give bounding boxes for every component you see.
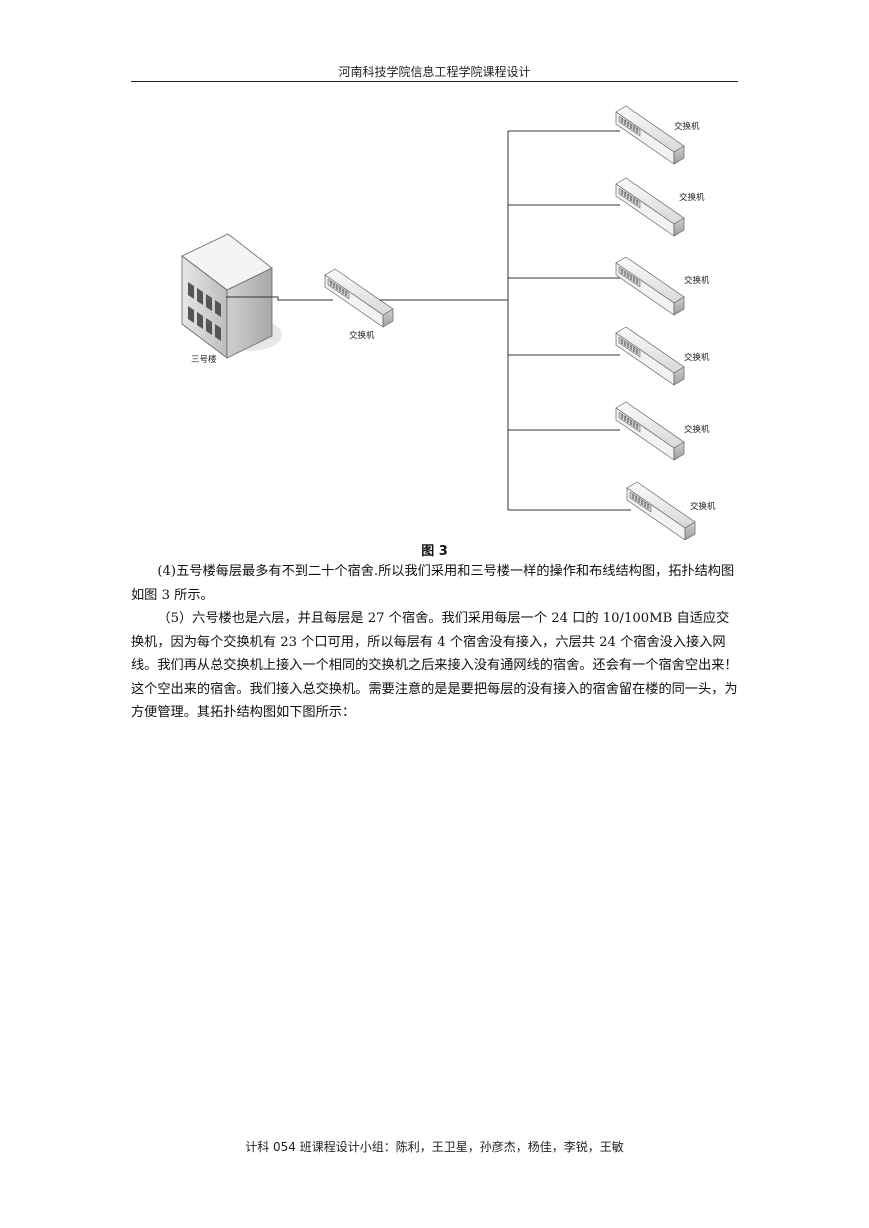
floor-switch-1-label: 交换机	[674, 121, 700, 132]
floor-switch-5-label: 交换机	[684, 424, 710, 435]
paragraph-2: （5）六号楼也是六层，并且每层是 27 个宿舍。我们采用每层一个 24 口的 1…	[131, 611, 738, 720]
page-footer: 计科 054 班课程设计小组：陈利，王卫星，孙彦杰，杨佳，李锐，王敏	[245, 1140, 624, 1154]
body-text: (4)五号楼每层最多有不到二十个宿舍.所以我们采用和三号楼一样的操作和布线结构图…	[131, 560, 738, 725]
floor-switch-5-icon	[615, 401, 685, 461]
floor-switch-4-icon	[615, 326, 685, 386]
floor-switch-1-icon	[615, 105, 685, 165]
floor-switch-2-label: 交换机	[679, 192, 705, 203]
floor-switch-4-label: 交换机	[684, 352, 710, 363]
building-link	[226, 296, 333, 301]
building-icon	[181, 233, 273, 359]
header-rule	[131, 81, 738, 82]
floor-switch-3-icon	[615, 256, 685, 316]
paragraph-1: (4)五号楼每层最多有不到二十个宿舍.所以我们采用和三号楼一样的操作和布线结构图…	[131, 564, 735, 603]
floor-switch-6-icon	[626, 481, 696, 540]
page-header: 河南科技学院信息工程学院课程设计	[338, 65, 531, 79]
core-switch-label: 交换机	[349, 330, 375, 341]
floor-switch-2-icon	[615, 177, 685, 237]
floor-switch-6-label: 交换机	[690, 501, 716, 512]
building-label: 三号楼	[191, 354, 217, 365]
topology-diagram: 三号楼 交换机 交换机 交换机 交换机 交换机 交换机 交换机	[181, 105, 716, 540]
floor-switch-3-label: 交换机	[684, 275, 710, 286]
figure-caption: 图 3	[421, 544, 448, 559]
core-switch-icon	[324, 268, 394, 328]
